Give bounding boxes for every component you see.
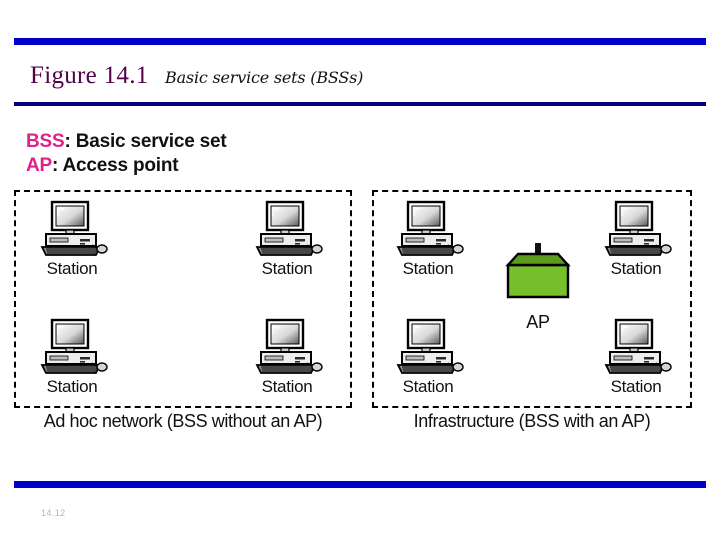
legend-text-bss: Basic service set (75, 131, 227, 152)
legend-block: BSS: Basic service set AP: Access point (26, 130, 227, 178)
bss-box-infrastructure: Station Station (372, 190, 692, 408)
station-label: Station (46, 377, 98, 396)
station-infra-1: Station (382, 200, 474, 279)
figure-heading: Figure 14.1 Basic service sets (BSSs) (30, 62, 363, 90)
station-label: Station (402, 259, 454, 278)
access-point-label: AP (526, 312, 550, 332)
slide-number: 14.12 (41, 508, 66, 518)
legend-item-ap: AP: Access point (26, 154, 227, 178)
caption-adhoc: Ad hoc network (BSS without an AP) (43, 411, 323, 431)
station-infra-3: Station (382, 318, 474, 397)
station-label: Station (610, 259, 662, 278)
legend-sep-ap: : (52, 155, 63, 176)
station-adhoc-3: Station (26, 318, 118, 397)
bss-box-adhoc: Station Station (14, 190, 352, 408)
station-adhoc-2: Station (241, 200, 333, 279)
legend-text-ap: Access point (62, 155, 179, 176)
station-label: Station (610, 377, 662, 396)
figure-label: Figure 14.1 (30, 62, 149, 89)
figure-title: Basic service sets (BSSs) (165, 68, 364, 87)
station-label: Station (402, 377, 454, 396)
header-rule-top (14, 38, 706, 45)
station-adhoc-1: Station (26, 200, 118, 279)
legend-sep-bss: : (64, 131, 76, 152)
station-label: Station (261, 377, 313, 396)
header-rule-bottom (14, 102, 706, 106)
desktop-computer-icon (255, 200, 323, 256)
legend-key-bss: BSS (26, 131, 65, 152)
desktop-computer-icon (396, 200, 464, 256)
station-label: Station (261, 259, 313, 278)
access-point: AP (493, 243, 583, 333)
desktop-computer-icon (604, 200, 672, 256)
desktop-computer-icon (40, 318, 108, 374)
station-infra-4: Station (590, 318, 682, 397)
access-point-icon (505, 243, 571, 299)
caption-infrastructure: Infrastructure (BSS with an AP) (413, 411, 651, 431)
station-adhoc-4: Station (241, 318, 333, 397)
desktop-computer-icon (396, 318, 464, 374)
desktop-computer-icon (40, 200, 108, 256)
desktop-computer-icon (255, 318, 323, 374)
station-infra-2: Station (590, 200, 682, 279)
desktop-computer-icon (604, 318, 672, 374)
legend-item-bss: BSS: Basic service set (26, 130, 227, 154)
footer-rule (14, 481, 706, 488)
station-label: Station (46, 259, 98, 278)
legend-key-ap: AP (26, 155, 52, 176)
